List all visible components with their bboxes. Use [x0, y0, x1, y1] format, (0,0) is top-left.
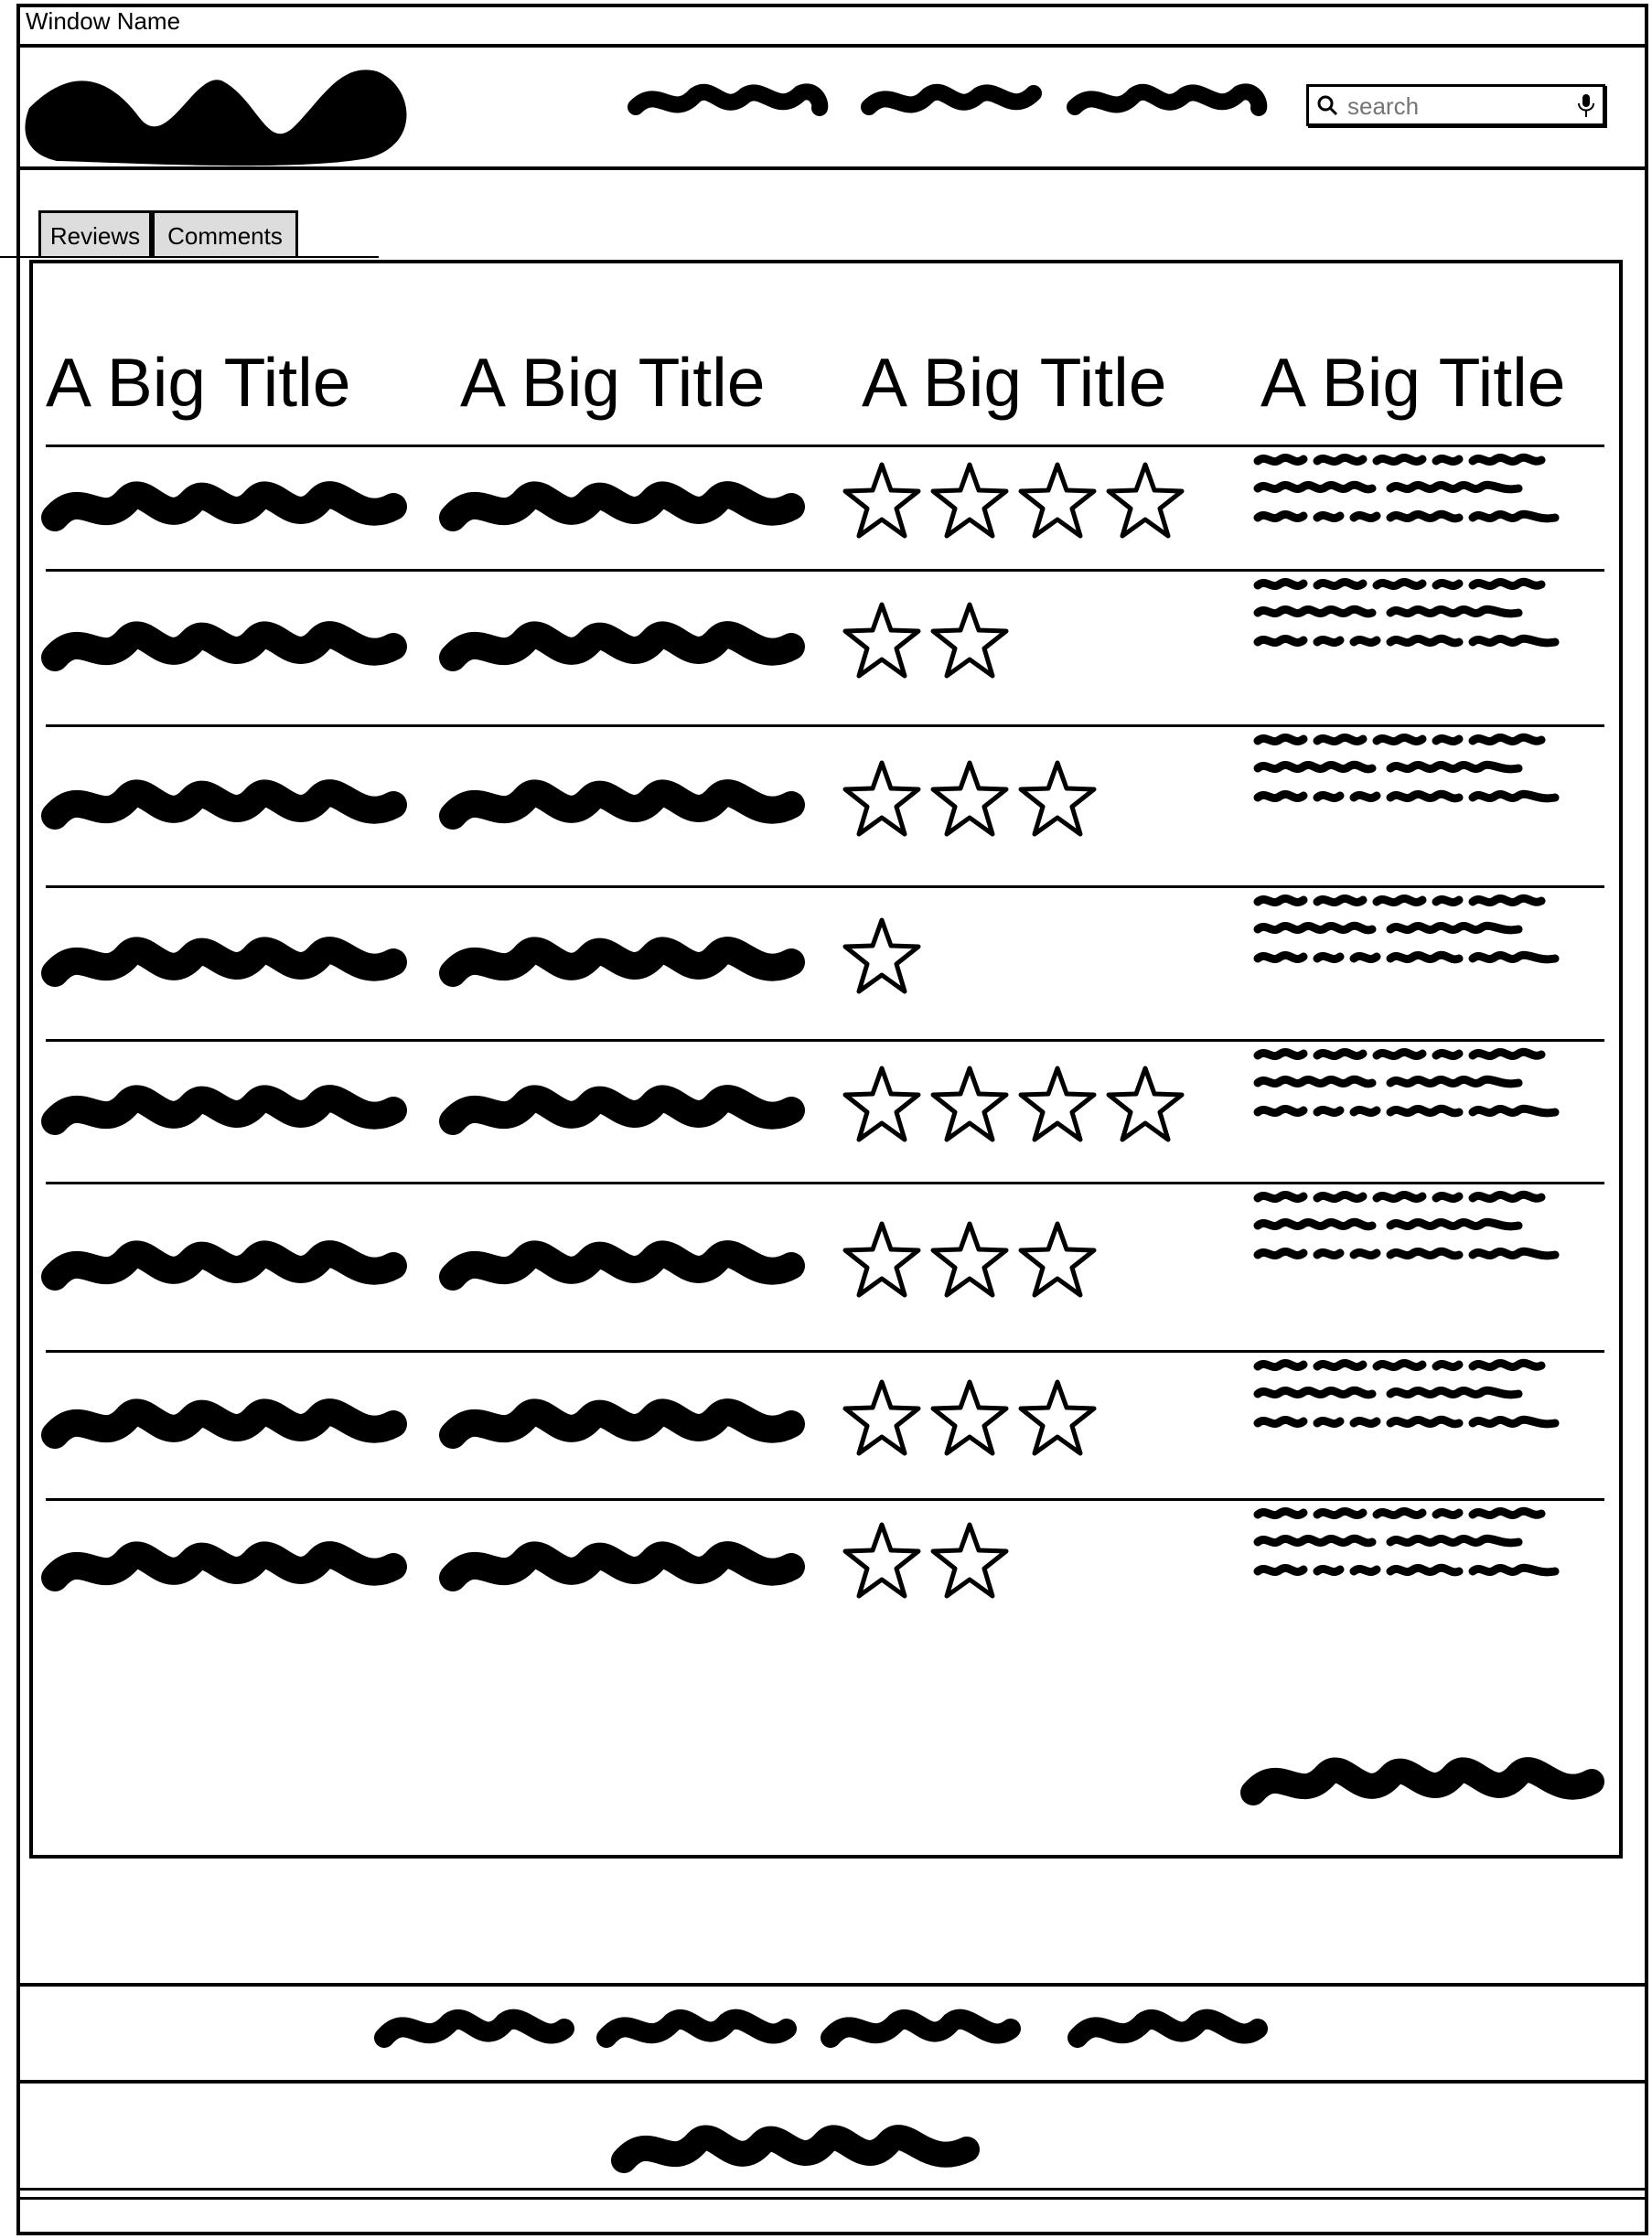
- star-icon: [842, 1066, 921, 1142]
- reviewer-name[interactable]: [41, 481, 412, 536]
- star-icon: [930, 1379, 1009, 1456]
- star-rating: [842, 1220, 1098, 1301]
- star-icon: [842, 1379, 921, 1456]
- star-icon: [930, 1221, 1009, 1298]
- reviewer-name[interactable]: [41, 937, 412, 991]
- review-text: [1253, 894, 1560, 964]
- row-divider: [46, 445, 1604, 447]
- reviewer-name[interactable]: [41, 1085, 412, 1140]
- star-icon: [842, 1221, 921, 1298]
- star-icon: [930, 1066, 1009, 1142]
- star-rating: [842, 1065, 1185, 1145]
- review-text: [1253, 1190, 1560, 1260]
- window-frame: [16, 4, 1648, 2235]
- footer-top-divider: [16, 1983, 1648, 1987]
- review-product: [439, 1541, 805, 1591]
- column-header-2: A Big Title: [460, 344, 766, 421]
- reviewer-name[interactable]: [41, 621, 412, 676]
- review-product: [439, 1398, 805, 1449]
- star-icon: [842, 1522, 921, 1599]
- footer-mid-divider: [16, 2080, 1648, 2084]
- star-rating: [842, 759, 1098, 840]
- star-icon: [1018, 1066, 1097, 1142]
- review-text: [1253, 1506, 1560, 1577]
- column-header-1: A Big Title: [46, 344, 351, 421]
- reviewer-name[interactable]: [41, 1398, 412, 1453]
- logo[interactable]: [20, 44, 423, 172]
- content-panel: [29, 260, 1623, 1859]
- review-text: [1253, 577, 1560, 648]
- review-product: [439, 1240, 805, 1291]
- review-text: [1253, 1358, 1560, 1429]
- footer-link-1[interactable]: [374, 2009, 574, 2054]
- star-icon: [930, 602, 1009, 679]
- header-bar: [16, 44, 1648, 170]
- column-header-3: A Big Title: [862, 344, 1167, 421]
- nav-link-1[interactable]: [628, 83, 829, 121]
- star-rating: [842, 1521, 1010, 1602]
- review-product: [439, 621, 805, 671]
- review-product: [439, 779, 805, 830]
- star-icon: [930, 462, 1009, 539]
- reviewer-name[interactable]: [41, 1240, 412, 1295]
- reviewer-name[interactable]: [41, 779, 412, 834]
- row-divider: [46, 1039, 1604, 1042]
- footer-link-4[interactable]: [1067, 2009, 1268, 2054]
- row-divider: [46, 1350, 1604, 1353]
- titlebar-divider: [16, 44, 1648, 48]
- row-divider: [46, 569, 1604, 572]
- footer-bottom-divider-1: [16, 2188, 1648, 2191]
- search-box[interactable]: [1306, 84, 1605, 126]
- search-input[interactable]: [1346, 91, 1569, 122]
- copyright-text: [611, 2125, 980, 2173]
- footer-link-2[interactable]: [596, 2009, 797, 2054]
- nav-link-2[interactable]: [861, 83, 1042, 121]
- more-link[interactable]: [1240, 1756, 1604, 1811]
- star-icon: [1018, 1221, 1097, 1298]
- column-header-4: A Big Title: [1260, 344, 1566, 421]
- review-text: [1253, 1047, 1560, 1118]
- star-icon: [842, 602, 921, 679]
- review-text: [1253, 733, 1560, 803]
- review-product: [439, 1085, 805, 1135]
- star-rating: [842, 601, 1010, 681]
- microphone-icon[interactable]: [1577, 92, 1595, 120]
- star-icon: [930, 1522, 1009, 1599]
- row-divider: [46, 1182, 1604, 1184]
- review-text: [1253, 453, 1560, 523]
- star-rating: [842, 916, 922, 997]
- star-rating: [842, 1378, 1098, 1459]
- star-icon: [930, 760, 1009, 837]
- search-icon: [1317, 95, 1338, 116]
- tab-strip-line: [0, 256, 379, 258]
- review-product: [439, 481, 805, 531]
- window-title: Window Name: [26, 7, 181, 35]
- star-icon: [1106, 462, 1185, 539]
- star-icon: [1018, 1379, 1097, 1456]
- reviewer-name[interactable]: [41, 1541, 412, 1596]
- star-icon: [842, 760, 921, 837]
- tab-reviews[interactable]: Reviews: [38, 210, 152, 258]
- star-icon: [1106, 1066, 1185, 1142]
- footer-link-3[interactable]: [821, 2009, 1021, 2054]
- star-icon: [842, 462, 921, 539]
- row-divider: [46, 1498, 1604, 1501]
- star-icon: [842, 917, 921, 994]
- star-rating: [842, 461, 1185, 541]
- star-icon: [1018, 760, 1097, 837]
- row-divider: [46, 885, 1604, 888]
- tab-comments[interactable]: Comments: [152, 210, 298, 258]
- nav-link-3[interactable]: [1067, 83, 1268, 121]
- star-icon: [1018, 462, 1097, 539]
- footer-bottom-divider-2: [16, 2197, 1648, 2200]
- review-product: [439, 937, 805, 987]
- row-divider: [46, 724, 1604, 727]
